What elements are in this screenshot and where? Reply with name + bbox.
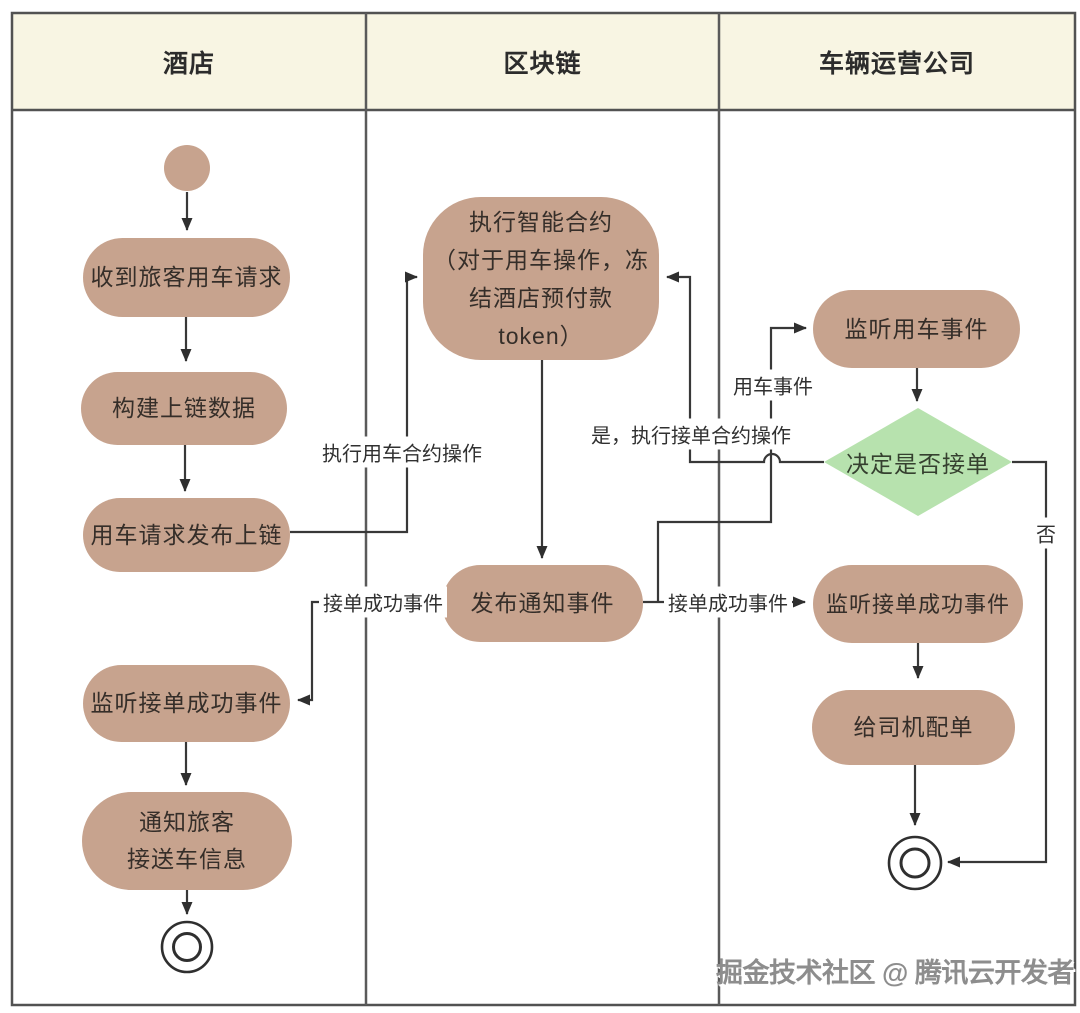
edge-decide-yes-to-contract bbox=[666, 271, 824, 464]
node-listen-car-event: 监听用车事件 bbox=[813, 290, 1020, 368]
node-publish-request-on-chain: 用车请求发布上链 bbox=[83, 498, 290, 572]
watermark: 掘金技术社区 @ 腾讯云开发者 bbox=[716, 958, 1074, 988]
edge-label-accept-success-right: 接单成功事件 bbox=[664, 586, 792, 618]
lane-header-blockchain: 区块链 bbox=[503, 49, 582, 78]
node-receive-car-request: 收到旅客用车请求 bbox=[83, 238, 290, 317]
header-band bbox=[12, 13, 1075, 110]
decision-diamond bbox=[824, 408, 1012, 516]
edge-label-yes-exec-accept-contract: 是，执行接单合约操作 bbox=[587, 418, 795, 450]
edge-label-exec-car-contract: 执行用车合约操作 bbox=[318, 436, 486, 468]
lane-header-hotel: 酒店 bbox=[162, 49, 215, 78]
node-publish-notify-event: 发布通知事件 bbox=[442, 565, 643, 642]
edge-label-car-event: 用车事件 bbox=[729, 369, 817, 401]
start-node bbox=[164, 145, 210, 191]
node-notify-guest-line1: 通知旅客 bbox=[139, 809, 235, 835]
edge-car-event-to-listen-car bbox=[656, 322, 807, 602]
node-notify-guest-line2: 接送车信息 bbox=[127, 846, 247, 872]
node-execute-smart-contract: 执行智能合约 （对于用车操作，冻 结酒店预付款 token） bbox=[423, 197, 659, 360]
edge-publish-to-contract bbox=[290, 271, 418, 534]
lane-header-vehicle-company: 车辆运营公司 bbox=[818, 49, 975, 78]
edge-label-accept-success-left: 接单成功事件 bbox=[319, 586, 447, 618]
diagram-frame bbox=[10, 11, 1077, 1007]
hotel-end-node-inner bbox=[172, 932, 202, 962]
node-hotel-listen-accept-event: 监听接单成功事件 bbox=[83, 665, 290, 742]
company-end-node-inner bbox=[899, 847, 931, 879]
node-build-chain-data: 构建上链数据 bbox=[81, 372, 287, 445]
node-execute-smart-contract-line1: 执行智能合约 bbox=[469, 208, 613, 235]
node-execute-smart-contract-line4: token） bbox=[498, 322, 584, 349]
node-company-listen-accept-event: 监听接单成功事件 bbox=[813, 565, 1023, 643]
edge-label-no: 否 bbox=[1032, 517, 1060, 549]
node-execute-smart-contract-line2: （对于用车操作，冻 bbox=[433, 246, 649, 273]
decision-label: 决定是否接单 bbox=[846, 451, 990, 477]
node-assign-driver: 给司机配单 bbox=[812, 690, 1015, 765]
node-execute-smart-contract-line3: 结酒店预付款 bbox=[469, 284, 613, 311]
node-notify-guest: 通知旅客 接送车信息 bbox=[82, 792, 292, 890]
edge-decide-no-to-end bbox=[947, 460, 1048, 868]
